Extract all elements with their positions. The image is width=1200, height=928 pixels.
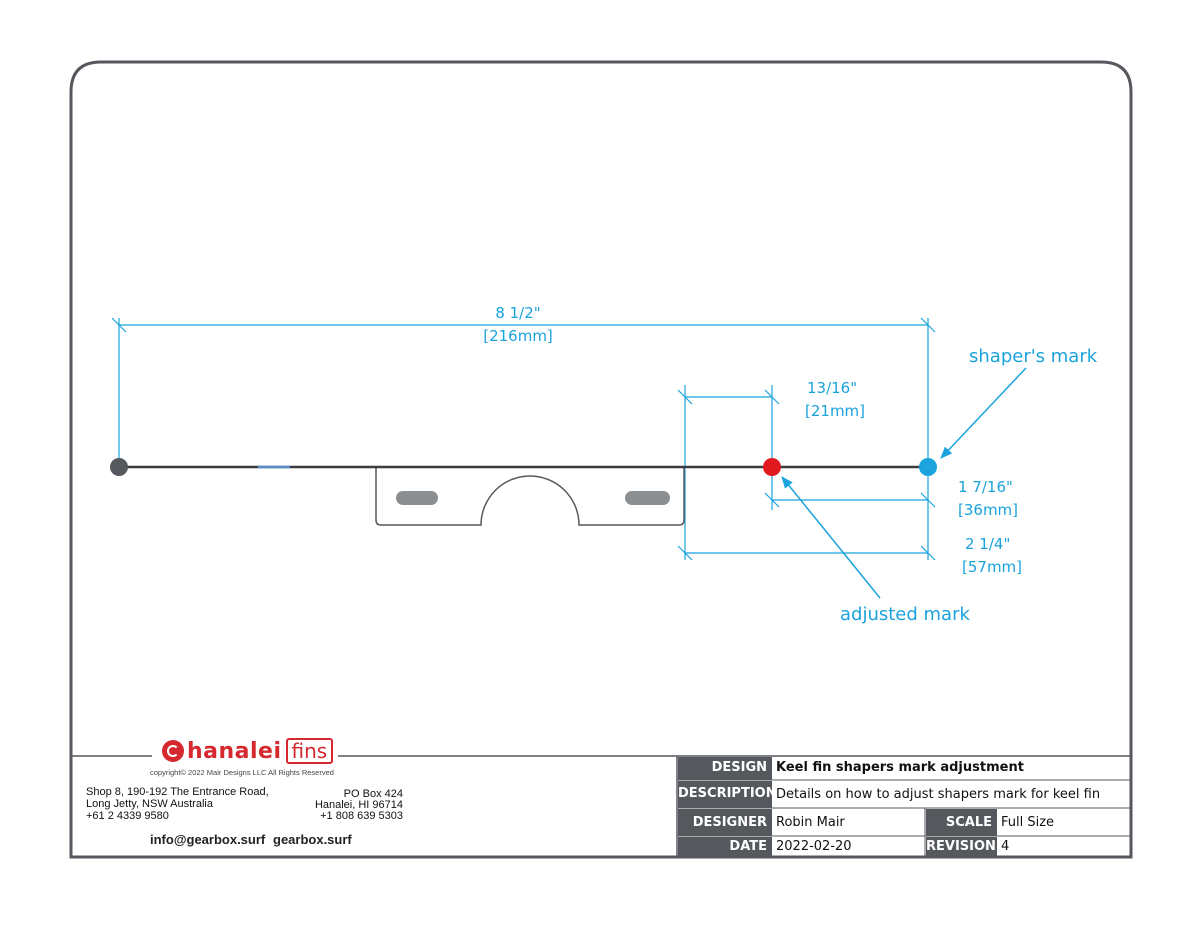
address-us-line1: PO Box 424 [343,788,403,800]
sheet-frame [69,60,1133,859]
website-link[interactable]: gearbox.surf [273,832,352,847]
mark-to-box-dimension [764,492,936,508]
address-au-line2: Long Jetty, NSW Australia [86,798,213,810]
address-au-line1: Shop 8, 190-192 The Entrance Road, [86,786,269,798]
extension-lines [684,385,929,560]
baseline-start-point [110,458,128,476]
design-label: DESIGN [678,757,772,780]
description-value: Details on how to adjust shapers mark fo… [776,787,1101,802]
box-end-offset-dimension [677,545,936,561]
revision-label: REVISION [926,837,997,856]
mark-to-box-metric: [36mm] [958,501,1018,519]
logo-wordmark: hanalei [187,738,282,764]
adjust-offset-dimension [677,389,780,405]
date-value: 2022-02-20 [776,839,852,854]
mark-to-box-imperial: 1 7/16" [958,478,1013,496]
adjusted-mark-point [763,458,781,476]
designer-label: DESIGNER [678,809,772,836]
fin-box-slot-right [625,491,670,505]
box-end-offset-imperial: 2 1/4" [965,535,1010,553]
fin-box-slot-left [396,491,438,505]
overall-dimension [111,317,936,466]
shapers-mark-label: shaper's mark [969,346,1098,367]
address-au-phone: +61 2 4339 9580 [86,810,169,822]
adjust-offset-metric: [21mm] [805,402,865,420]
box-end-offset-metric: [57mm] [962,558,1022,576]
date-label: DATE [678,837,772,856]
designer-value: Robin Mair [776,815,845,830]
address-us-line2: Hanalei, HI 96714 [314,799,403,811]
revision-value: 4 [1001,839,1010,854]
logo-fins-box: fins [285,738,334,764]
scale-label: SCALE [926,809,997,836]
shapers-mark-leader [940,367,1027,459]
description-label: DESCRIPTION [678,781,777,808]
copyright-text: copyright© 2022 Mair Designs LLC All Rig… [150,768,334,777]
adjust-offset-imperial: 13/16" [807,379,857,397]
address-us-phone: +1 808 639 5303 [320,810,403,822]
fin-box-outline [375,468,685,526]
adjusted-mark-label: adjusted mark [840,604,970,625]
adjusted-mark-leader [781,476,881,599]
title-block-lines [71,755,1131,857]
overall-dimension-imperial: 8 1/2" [495,304,540,322]
overall-dimension-metric: [216mm] [483,327,553,345]
scale-value: Full Size [1001,815,1055,830]
hanalei-fins-logo: hanalei fins [162,738,334,764]
spiral-logo-icon [162,740,184,762]
shapers-mark-point [919,458,937,476]
design-value: Keel fin shapers mark adjustment [776,760,1024,775]
email-link[interactable]: info@gearbox.surf [150,832,266,847]
